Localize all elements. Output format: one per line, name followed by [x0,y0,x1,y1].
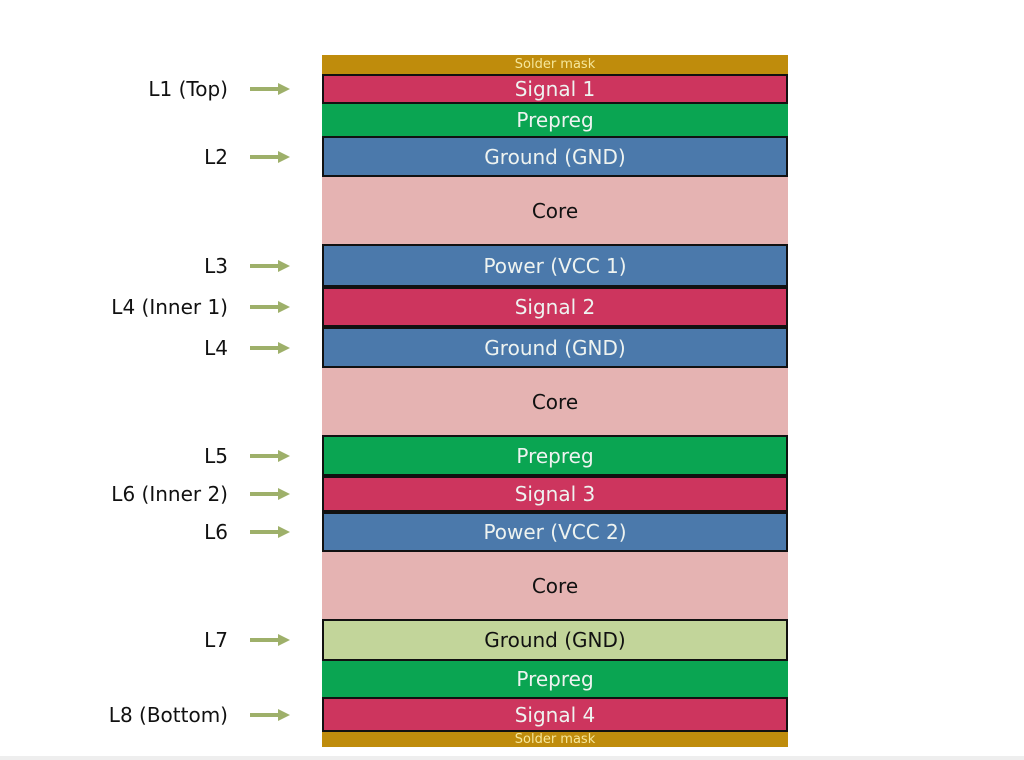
arrow-right-icon [250,301,290,313]
layer-label: L3 [204,253,228,278]
layer-name: Solder mask [514,732,596,747]
layer-prepreg: Prepreg [322,661,788,697]
layer-name: Signal 4 [514,702,596,727]
layer-core: Core [322,177,788,244]
layer-label: L1 (Top) [148,77,228,101]
layer-name: Power (VCC 1) [483,253,627,278]
layer-plane: Power (VCC 1) [322,244,788,287]
layer-name: Solder mask [514,57,596,72]
arrow-right-icon [250,708,290,721]
layer-name: Signal 1 [514,77,596,101]
layer-label: L6 (Inner 2) [111,482,228,506]
layer-name: Power (VCC 2) [483,520,627,544]
layer-ground-light: Ground (GND) [322,619,788,661]
layer-name: Prepreg [516,667,594,691]
layer-name: Signal 3 [514,482,596,506]
layer-signal: Signal 4 [322,697,788,732]
arrow-right-icon [250,259,290,272]
layer-core: Core [322,552,788,619]
layer-prepreg: Prepreg [322,435,788,476]
layer-label: L4 (Inner 1) [111,295,228,319]
layer-plane: Ground (GND) [322,327,788,368]
layer-signal: Signal 2 [322,287,788,327]
layer-solder-mask: Solder mask [322,732,788,747]
layer-plane: Power (VCC 2) [322,512,788,552]
layer-name: Ground (GND) [484,335,626,360]
layer-label: L4 [204,335,228,360]
arrow-right-icon [250,449,290,462]
arrow-right-icon [250,526,290,538]
layer-name: Core [531,198,579,223]
arrow-right-icon [250,150,290,163]
layer-solder-mask: Solder mask [322,55,788,74]
arrow-right-icon [250,83,290,95]
bottom-divider [0,756,1024,760]
arrow-right-icon [250,341,290,354]
layer-label: L6 [204,520,228,544]
layer-label: L7 [204,628,228,652]
layer-name: Core [531,573,579,598]
layer-name: Prepreg [516,443,594,468]
arrow-right-icon [250,488,290,500]
layer-name: Signal 2 [514,295,596,319]
layer-core: Core [322,368,788,435]
layer-name: Core [531,389,579,414]
arrow-right-icon [250,634,290,646]
layer-signal: Signal 1 [322,74,788,104]
layer-prepreg: Prepreg [322,104,788,136]
layer-label: L2 [204,144,228,169]
layer-name: Ground (GND) [484,628,626,652]
layer-name: Ground (GND) [484,144,626,169]
layer-plane: Ground (GND) [322,136,788,177]
layer-name: Prepreg [516,108,594,132]
layer-signal: Signal 3 [322,476,788,512]
layer-label: L8 (Bottom) [108,702,228,727]
layer-label: L5 [204,443,228,468]
